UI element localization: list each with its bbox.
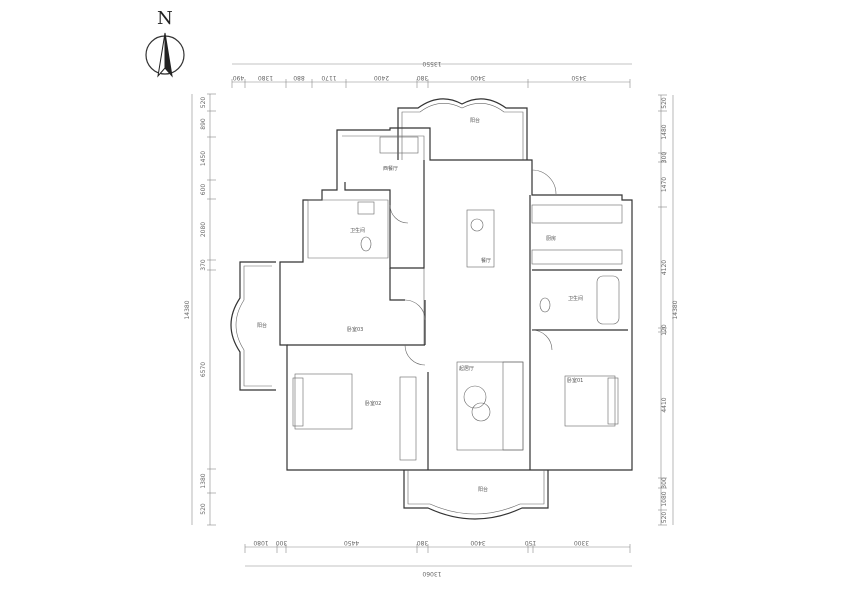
room-label-left-balcony: 阳台 [257, 322, 267, 329]
room-label-bottom-balcony: 阳台 [478, 486, 488, 493]
room-label-dining: 餐厅 [481, 257, 491, 264]
toilet [360, 236, 372, 252]
room-label-kitchen: 厨房 [546, 235, 556, 242]
dimension-label: 520 [661, 97, 668, 109]
dimension-label: 520 [200, 503, 207, 515]
room-label-bath-right: 卫生间 [568, 295, 583, 302]
dimension-label: 380 [417, 539, 429, 546]
dimension-label: 3400 [470, 539, 485, 546]
dimension-label: 2400 [374, 74, 389, 81]
dimension-label: 3300 [574, 539, 589, 546]
total-dimension-label: 13550 [422, 60, 441, 67]
dimension-label: 1470 [661, 177, 668, 192]
dimension-label: 1080 [253, 539, 268, 546]
coffee-table [463, 385, 487, 409]
dimension-label: 490 [233, 74, 245, 81]
sink [357, 201, 375, 215]
bathtub [596, 275, 620, 325]
dimension-label: 880 [293, 74, 305, 81]
room-label-kitchen-west: 西餐厅 [383, 165, 398, 172]
room-label-bedroom-2: 卧室02 [365, 400, 381, 407]
dimension-lines: 490 1380 880 1170 2400 380 3400 3450 13550 1080 30… [184, 60, 679, 577]
dimension-label: 150 [525, 539, 537, 546]
wardrobe [399, 376, 417, 461]
dimension-label: 1380 [200, 473, 207, 488]
top-balcony-rail [397, 98, 528, 160]
dimension-label: 300 [661, 152, 668, 164]
dimension-label: 1450 [200, 151, 207, 166]
bed-left [294, 373, 353, 430]
north-label: N [157, 8, 173, 29]
stove [531, 249, 623, 265]
dimension-label: 120 [661, 324, 668, 336]
dimension-label: 4120 [661, 260, 668, 275]
total-dimension-label: 14380 [184, 300, 191, 319]
total-dimension-label: 13060 [422, 570, 441, 577]
north-arrow-icon [157, 32, 173, 78]
dimension-label: 520 [661, 512, 668, 524]
room-label-top-balcony: 阳台 [470, 117, 480, 124]
walls [230, 98, 633, 520]
dimension-label: 3450 [571, 74, 586, 81]
dining-table [466, 209, 495, 268]
dimension-label: 600 [200, 184, 207, 196]
dimension-label: 4410 [661, 397, 668, 412]
room-label-living: 起居厅 [459, 366, 474, 372]
dimension-label: 300 [661, 477, 668, 489]
room-labels: 阳台 西餐厅 卫生间 餐厅 厨房 卫生间 阳台 卧室03 卧室02 起居厅 卧室… [257, 117, 583, 493]
kitchen-counter-right [531, 204, 623, 224]
bed-right [564, 375, 616, 427]
dimension-label: 370 [200, 259, 207, 271]
total-dimension-label: 14380 [672, 300, 679, 319]
dimension-label: 1480 [661, 124, 668, 139]
room-label-bath-left: 卫生间 [350, 227, 365, 234]
dimension-label: 1080 [661, 491, 668, 506]
dimension-label: 4450 [344, 539, 359, 546]
kitchen-counter [379, 136, 419, 154]
dimension-label: 300 [276, 539, 288, 546]
dimension-label: 6570 [200, 362, 207, 377]
sofa [502, 361, 524, 451]
compass: N [145, 8, 185, 78]
dimension-label: 520 [200, 97, 207, 109]
dimension-label: 2080 [200, 222, 207, 237]
room-label-bedroom-3: 卧室03 [347, 326, 363, 333]
living-rug [456, 361, 524, 451]
toilet-right [539, 297, 551, 313]
dimension-label: 380 [417, 74, 429, 81]
room-label-bedroom-1: 卧室01 [567, 377, 583, 384]
dimension-label: 890 [200, 118, 207, 130]
dimension-label: 3400 [470, 74, 485, 81]
dimension-label: 1170 [321, 74, 336, 81]
dimension-label: 1380 [258, 74, 273, 81]
